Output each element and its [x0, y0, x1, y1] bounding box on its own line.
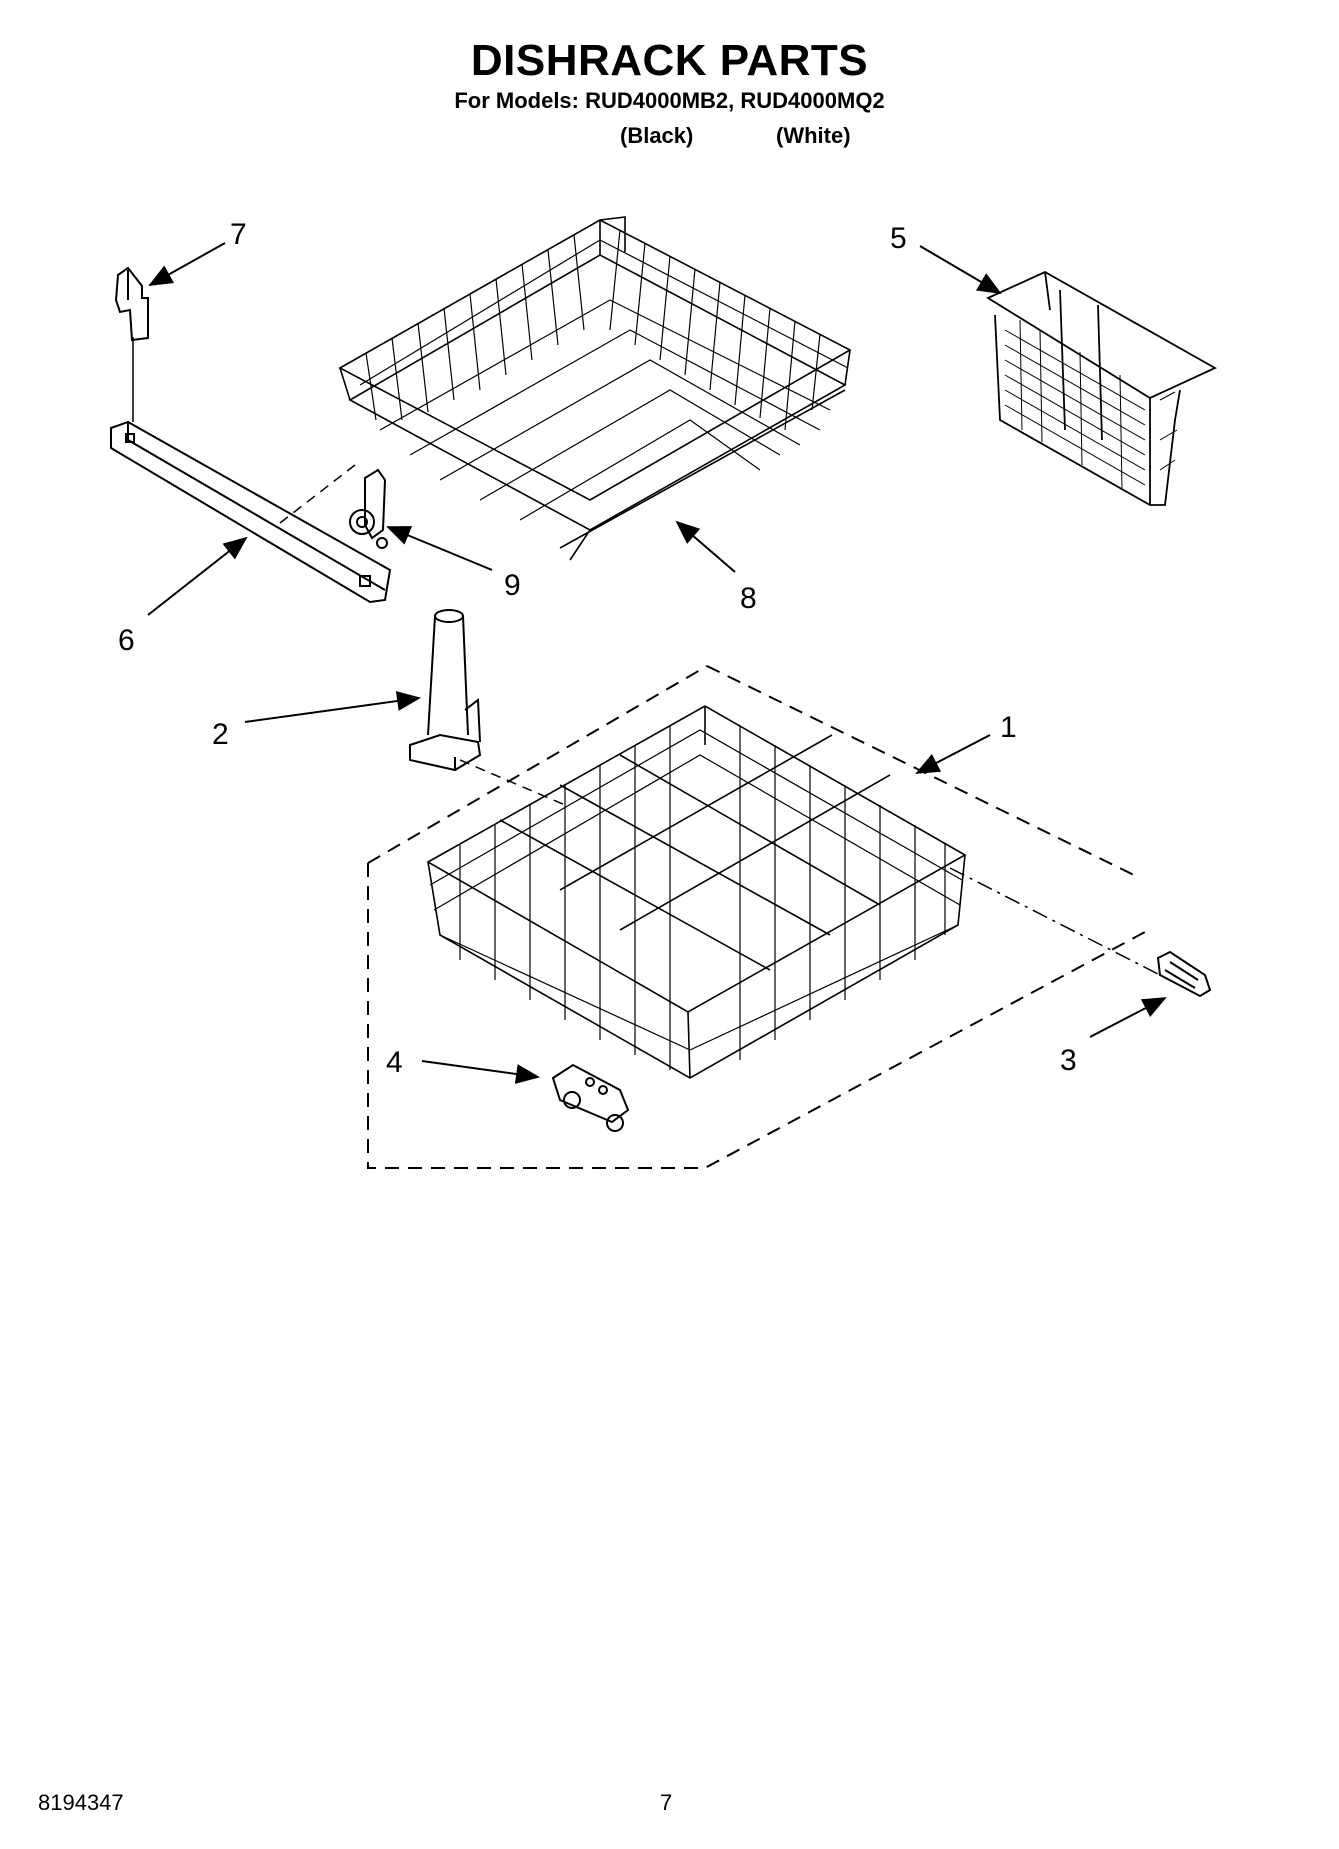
- track-rail-icon: [110, 420, 392, 604]
- variant-black-label: (Black): [620, 123, 694, 148]
- leader-arrow-4: [421, 1060, 540, 1084]
- leader-arrow-9: [386, 526, 493, 571]
- leader-arrow-8: [675, 520, 736, 573]
- rear-stop-icon: [1156, 950, 1212, 998]
- post-dash-line: [459, 759, 566, 806]
- models-line: For Models: RUD4000MB2, RUD4000MQ2: [454, 88, 885, 113]
- document-number: 8194347: [38, 1790, 124, 1815]
- lower-rack-dashed-boundary: [367, 665, 1146, 1169]
- leader-arrow-3: [1089, 997, 1167, 1038]
- callout-4: 4: [386, 1046, 403, 1079]
- lower-dishrack-icon: [426, 705, 967, 1079]
- lower-rack-dashdot-line: [949, 867, 1161, 976]
- wheel-assembly-icon: [551, 1063, 630, 1132]
- upper-rack-roller-icon: [349, 468, 388, 549]
- leader-arrow-2: [244, 691, 421, 723]
- silverware-basket-icon: [986, 270, 1217, 506]
- page-title: DISHRACK PARTS: [470, 36, 869, 85]
- callout-5: 5: [890, 222, 907, 255]
- leader-arrow-6: [147, 536, 248, 616]
- callout-8: 8: [740, 582, 757, 615]
- page-number: 7: [660, 1790, 673, 1815]
- leader-arrow-7: [148, 242, 226, 286]
- callout-9: 9: [504, 569, 521, 602]
- callout-1: 1: [1000, 711, 1017, 744]
- leader-arrow-5: [919, 245, 1002, 295]
- center-post-icon: [409, 609, 482, 772]
- callout-6: 6: [118, 624, 135, 657]
- rail-end-cap-icon: [114, 266, 149, 342]
- variant-white-label: (White): [776, 123, 851, 148]
- leader-arrow-1: [915, 734, 991, 774]
- callout-3: 3: [1060, 1044, 1077, 1077]
- leader-arrows: [147, 242, 1167, 1084]
- upper-dishrack-icon: [338, 216, 852, 561]
- callout-2: 2: [212, 718, 229, 751]
- callout-7: 7: [230, 218, 247, 251]
